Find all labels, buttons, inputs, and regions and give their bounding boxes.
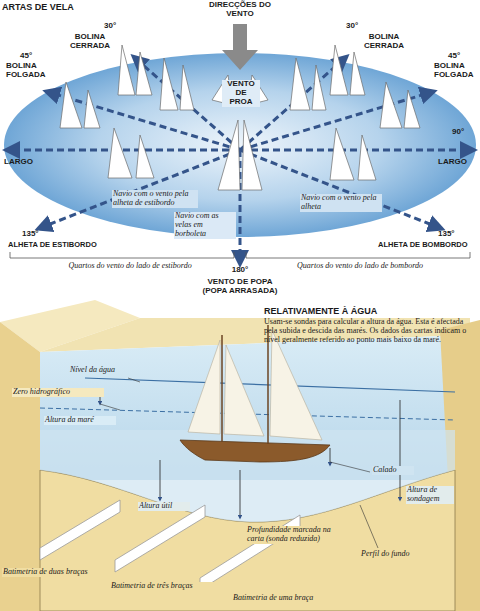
label: Usam-se sondas para calcular a altura da… — [264, 318, 472, 345]
label: Profundidade marcada na carta (sonda red… — [246, 526, 338, 544]
label: Nível da água — [70, 366, 140, 375]
sailboats — [60, 45, 420, 190]
schooner — [180, 325, 330, 462]
brackets — [10, 252, 470, 258]
label: 45° — [20, 52, 44, 61]
label: Batimetria de uma braça — [232, 594, 350, 603]
label: Altura útil — [138, 502, 190, 511]
label: BOLINA FOLGADA — [434, 62, 478, 80]
label: Perfil do fundo — [360, 550, 422, 559]
course-arrows — [8, 58, 472, 262]
label: LARGO — [438, 158, 478, 167]
label: Batimetria de três braças — [110, 582, 228, 591]
label: RELATIVAMENTE À ÁGUA — [264, 306, 464, 316]
label: DIRECÇÕES DO VENTO — [196, 1, 284, 19]
label: Altura da maré — [44, 416, 116, 425]
label: 30° — [104, 22, 128, 31]
label: 180° — [226, 266, 254, 275]
label: 135° — [438, 230, 468, 239]
label: BOLINA FOLGADA — [6, 62, 50, 80]
label: ALHETA DE ESTIBORDO — [8, 241, 118, 249]
label: Navio com o vento pela alheta — [300, 194, 382, 212]
label: VENTO DE POPA (POPA ARRASADA) — [196, 278, 284, 296]
label: Batimetria de duas braças — [2, 568, 114, 577]
label: BOLINA CERRADA — [356, 33, 412, 51]
label: Altura de sondagem — [406, 486, 454, 504]
label: 135° — [22, 230, 52, 239]
page-title: ARTAS DE VELA — [2, 2, 112, 12]
water-section — [40, 430, 455, 522]
label: 90° — [452, 128, 476, 137]
label: Navio com o vento pela alheta de estibor… — [112, 190, 198, 208]
wind-arrow — [222, 24, 258, 70]
label: LARGO — [4, 158, 44, 167]
label: Quartos do vento do lado de estibordo — [30, 262, 230, 271]
label: Quartos do vento do lado de bombordo — [250, 262, 470, 271]
label: ALHETA DE BOMBORDO — [378, 241, 476, 249]
label: Zero hidrográfico — [12, 388, 104, 397]
label: VENTO DE PROA — [222, 80, 260, 107]
label: BOLINA CERRADA — [62, 33, 118, 51]
label: Calado — [372, 466, 414, 475]
label: Navio com as velas em borboleta — [174, 212, 236, 239]
label: 45° — [448, 52, 472, 61]
leader-lines — [100, 378, 378, 548]
label: 30° — [346, 22, 370, 31]
water-level — [85, 378, 455, 392]
